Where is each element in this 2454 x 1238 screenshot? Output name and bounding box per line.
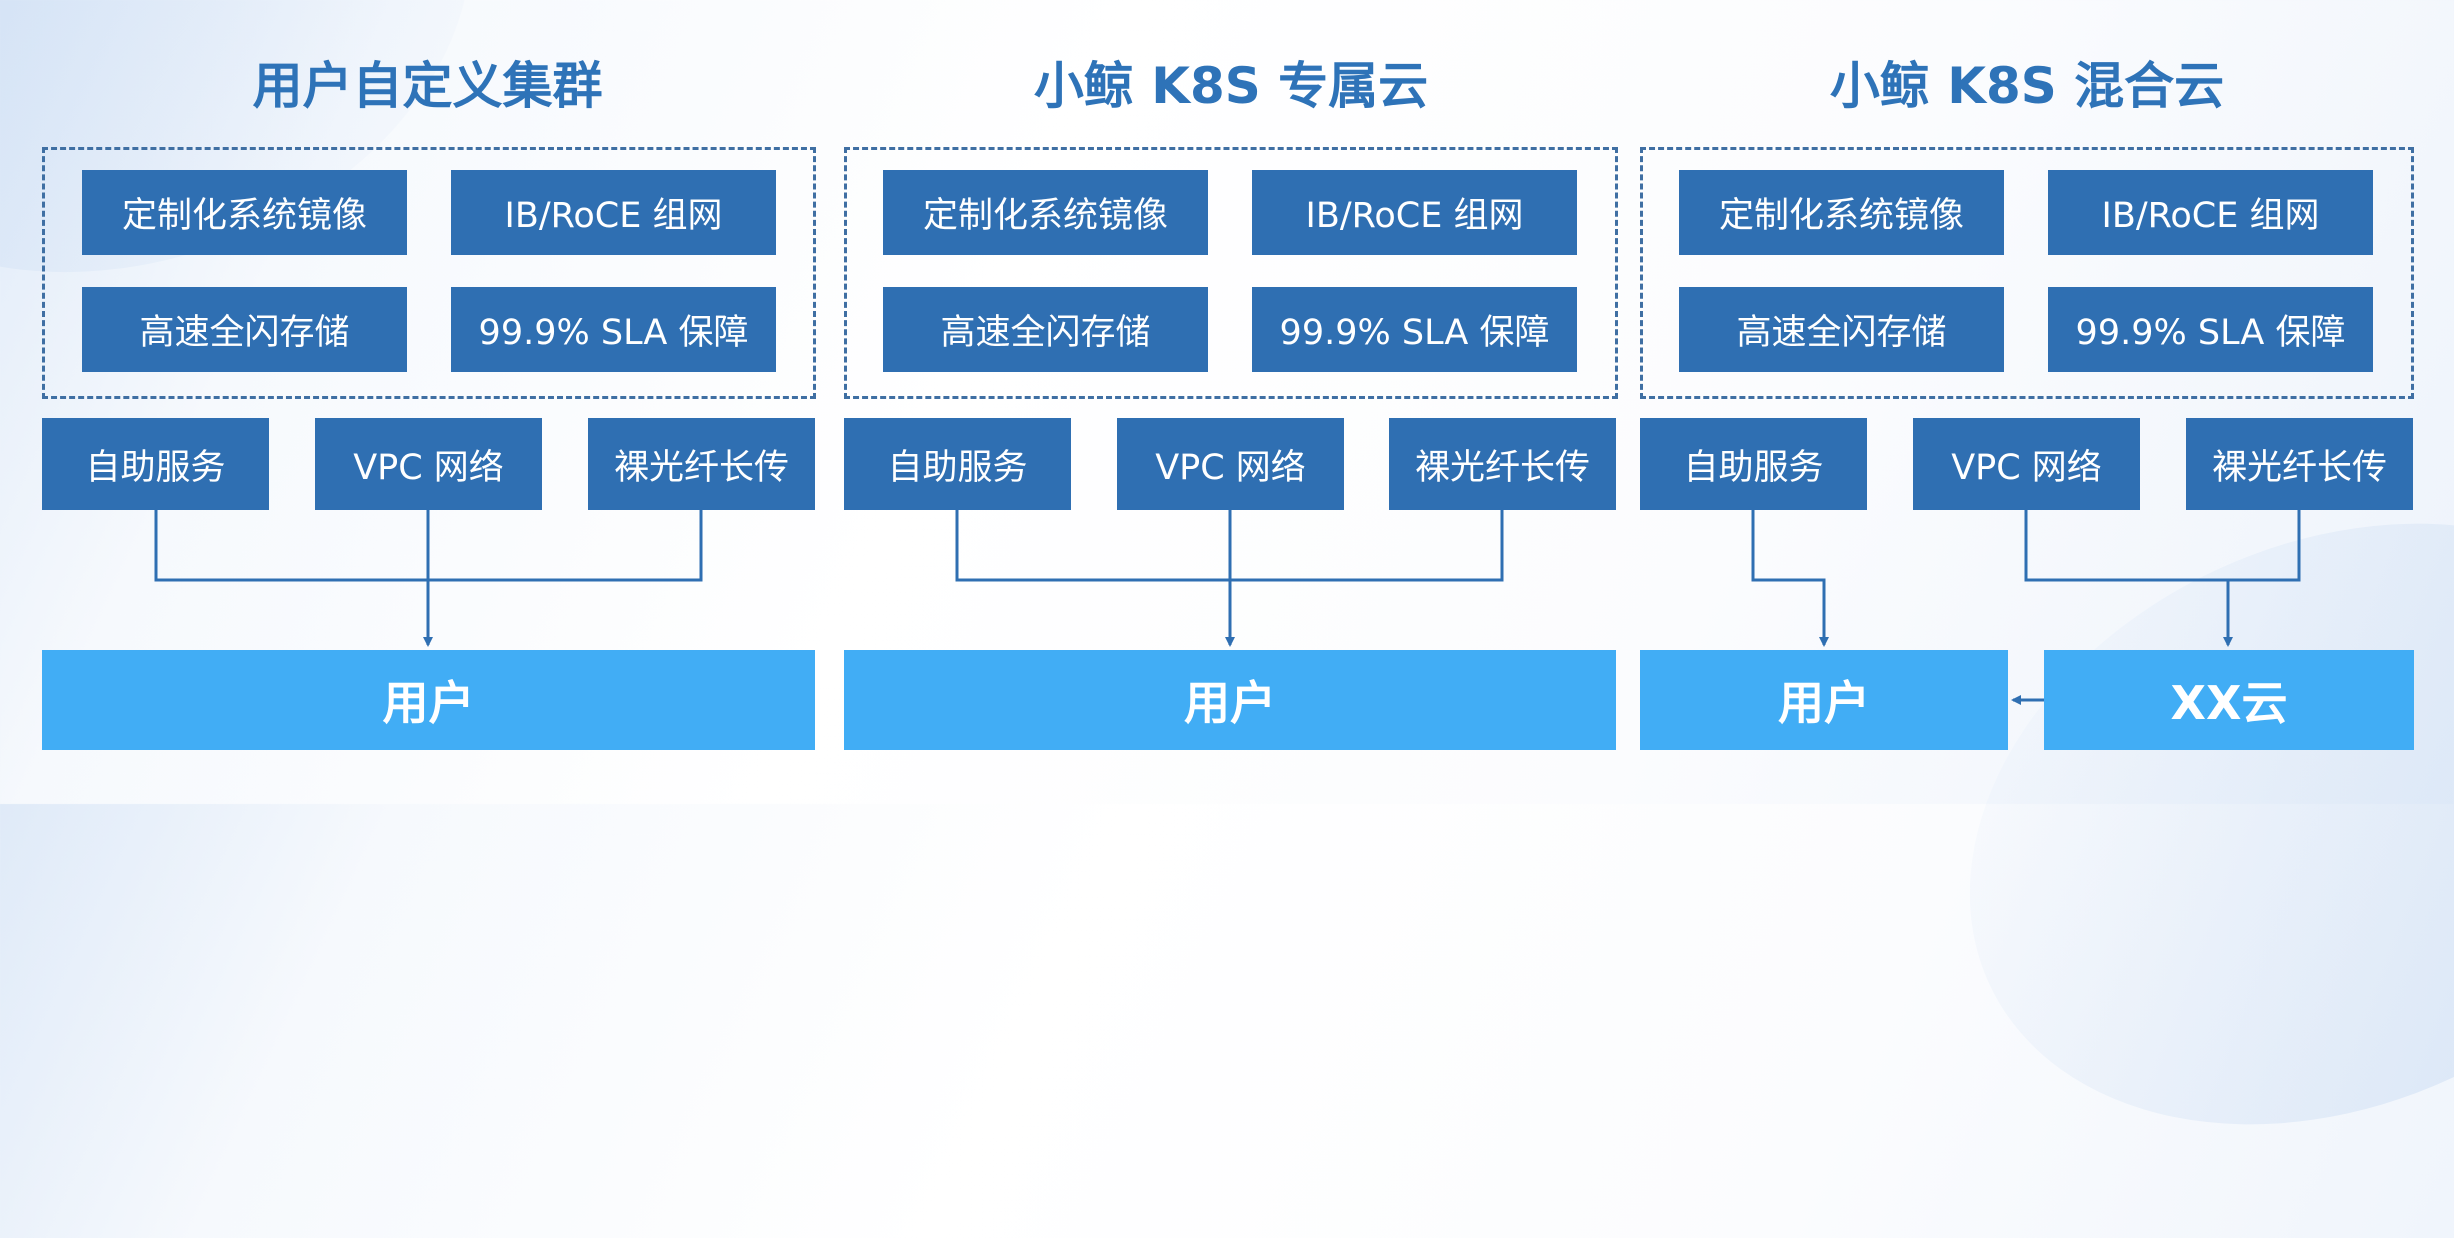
feature-box: 高速全闪存储 (82, 287, 407, 372)
feature-box: 高速全闪存储 (883, 287, 1208, 372)
column-title: 用户自定义集群 (252, 57, 603, 115)
service-box: 裸光纤长传 (588, 418, 815, 510)
connector-arrow (1751, 510, 1829, 647)
feature-group-box (42, 147, 816, 399)
target-box-user: 用户 (42, 650, 815, 750)
feature-box: IB/RoCE 组网 (1252, 170, 1577, 255)
service-box: 裸光纤长传 (1389, 418, 1616, 510)
service-box: VPC 网络 (1117, 418, 1344, 510)
feature-box: 定制化系统镜像 (883, 170, 1208, 255)
service-box: 自助服务 (42, 418, 269, 510)
target-box-user: 用户 (844, 650, 1616, 750)
target-box-user: 用户 (1640, 650, 2008, 750)
feature-box: 99.9% SLA 保障 (451, 287, 776, 372)
service-box: VPC 网络 (315, 418, 542, 510)
service-box: 裸光纤长传 (2186, 418, 2413, 510)
target-box-xx-cloud: XX云 (2044, 650, 2414, 750)
service-box: 自助服务 (844, 418, 1071, 510)
feature-box: 99.9% SLA 保障 (1252, 287, 1577, 372)
feature-box: IB/RoCE 组网 (2048, 170, 2373, 255)
feature-group-box (1640, 147, 2414, 399)
column-title: 小鲸 K8S 混合云 (1829, 57, 2225, 115)
connector-line (2024, 510, 2301, 582)
column-title: 小鲸 K8S 专属云 (1033, 57, 1429, 115)
service-box: 自助服务 (1640, 418, 1867, 510)
feature-box: 99.9% SLA 保障 (2048, 287, 2373, 372)
feature-box: 定制化系统镜像 (1679, 170, 2004, 255)
feature-group-box (844, 147, 1618, 399)
feature-box: IB/RoCE 组网 (451, 170, 776, 255)
feature-box: 高速全闪存储 (1679, 287, 2004, 372)
connector-lines (154, 510, 2301, 705)
feature-box: 定制化系统镜像 (82, 170, 407, 255)
service-box: VPC 网络 (1913, 418, 2140, 510)
